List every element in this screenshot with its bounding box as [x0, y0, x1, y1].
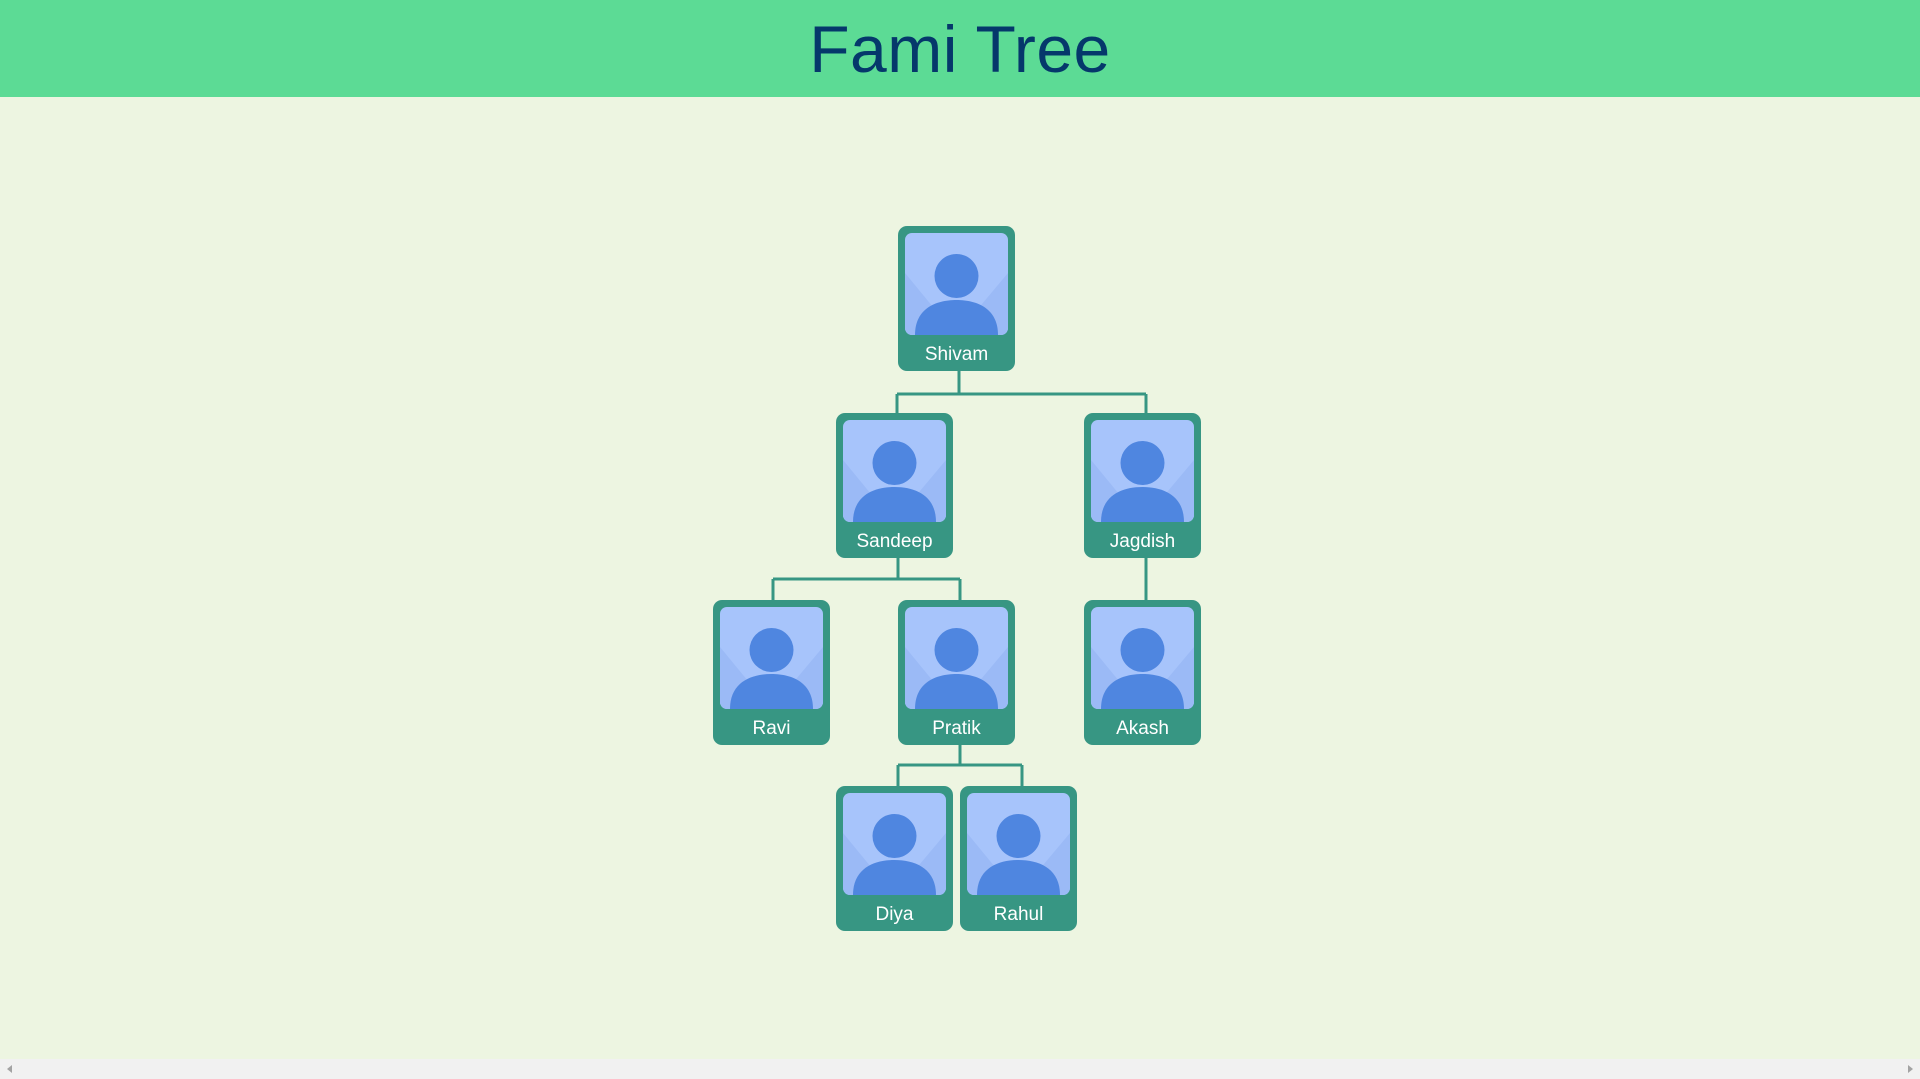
person-card-pratik[interactable]: Pratik: [898, 600, 1015, 745]
person-card-ravi[interactable]: Ravi: [713, 600, 830, 745]
scroll-right-arrow-icon[interactable]: [1908, 1065, 1913, 1073]
person-card-sandeep[interactable]: Sandeep: [836, 413, 953, 558]
person-card-shivam[interactable]: Shivam: [898, 226, 1015, 371]
person-icon: [905, 233, 1008, 335]
horizontal-scrollbar[interactable]: [0, 1059, 1920, 1079]
connector-sandeep-children: [771, 557, 962, 600]
scroll-left-arrow-icon[interactable]: [7, 1065, 12, 1073]
page-header: Fami Tree: [0, 0, 1920, 97]
person-icon: [843, 420, 946, 522]
person-icon: [843, 793, 946, 895]
person-name: Shivam: [924, 344, 989, 365]
person-name: Pratik: [932, 718, 981, 739]
person-icon: [967, 793, 1070, 895]
person-icon: [905, 607, 1008, 709]
person-name: Diya: [875, 904, 914, 925]
person-card-diya[interactable]: Diya: [836, 786, 953, 931]
person-card-rahul[interactable]: Rahul: [960, 786, 1077, 931]
person-name: Jagdish: [1109, 531, 1176, 552]
person-card-jagdish[interactable]: Jagdish: [1084, 413, 1201, 558]
person-icon: [1091, 607, 1194, 709]
person-icon: [720, 607, 823, 709]
person-name: Akash: [1116, 718, 1169, 739]
person-icon: [1091, 420, 1194, 522]
person-name: Rahul: [993, 904, 1044, 925]
connector-pratik-children: [896, 743, 1024, 786]
person-name: Ravi: [752, 718, 791, 739]
person-name: Sandeep: [856, 531, 933, 552]
page-title: Fami Tree: [809, 11, 1111, 86]
person-card-akash[interactable]: Akash: [1084, 600, 1201, 745]
connector-shivam-children: [895, 370, 1148, 413]
